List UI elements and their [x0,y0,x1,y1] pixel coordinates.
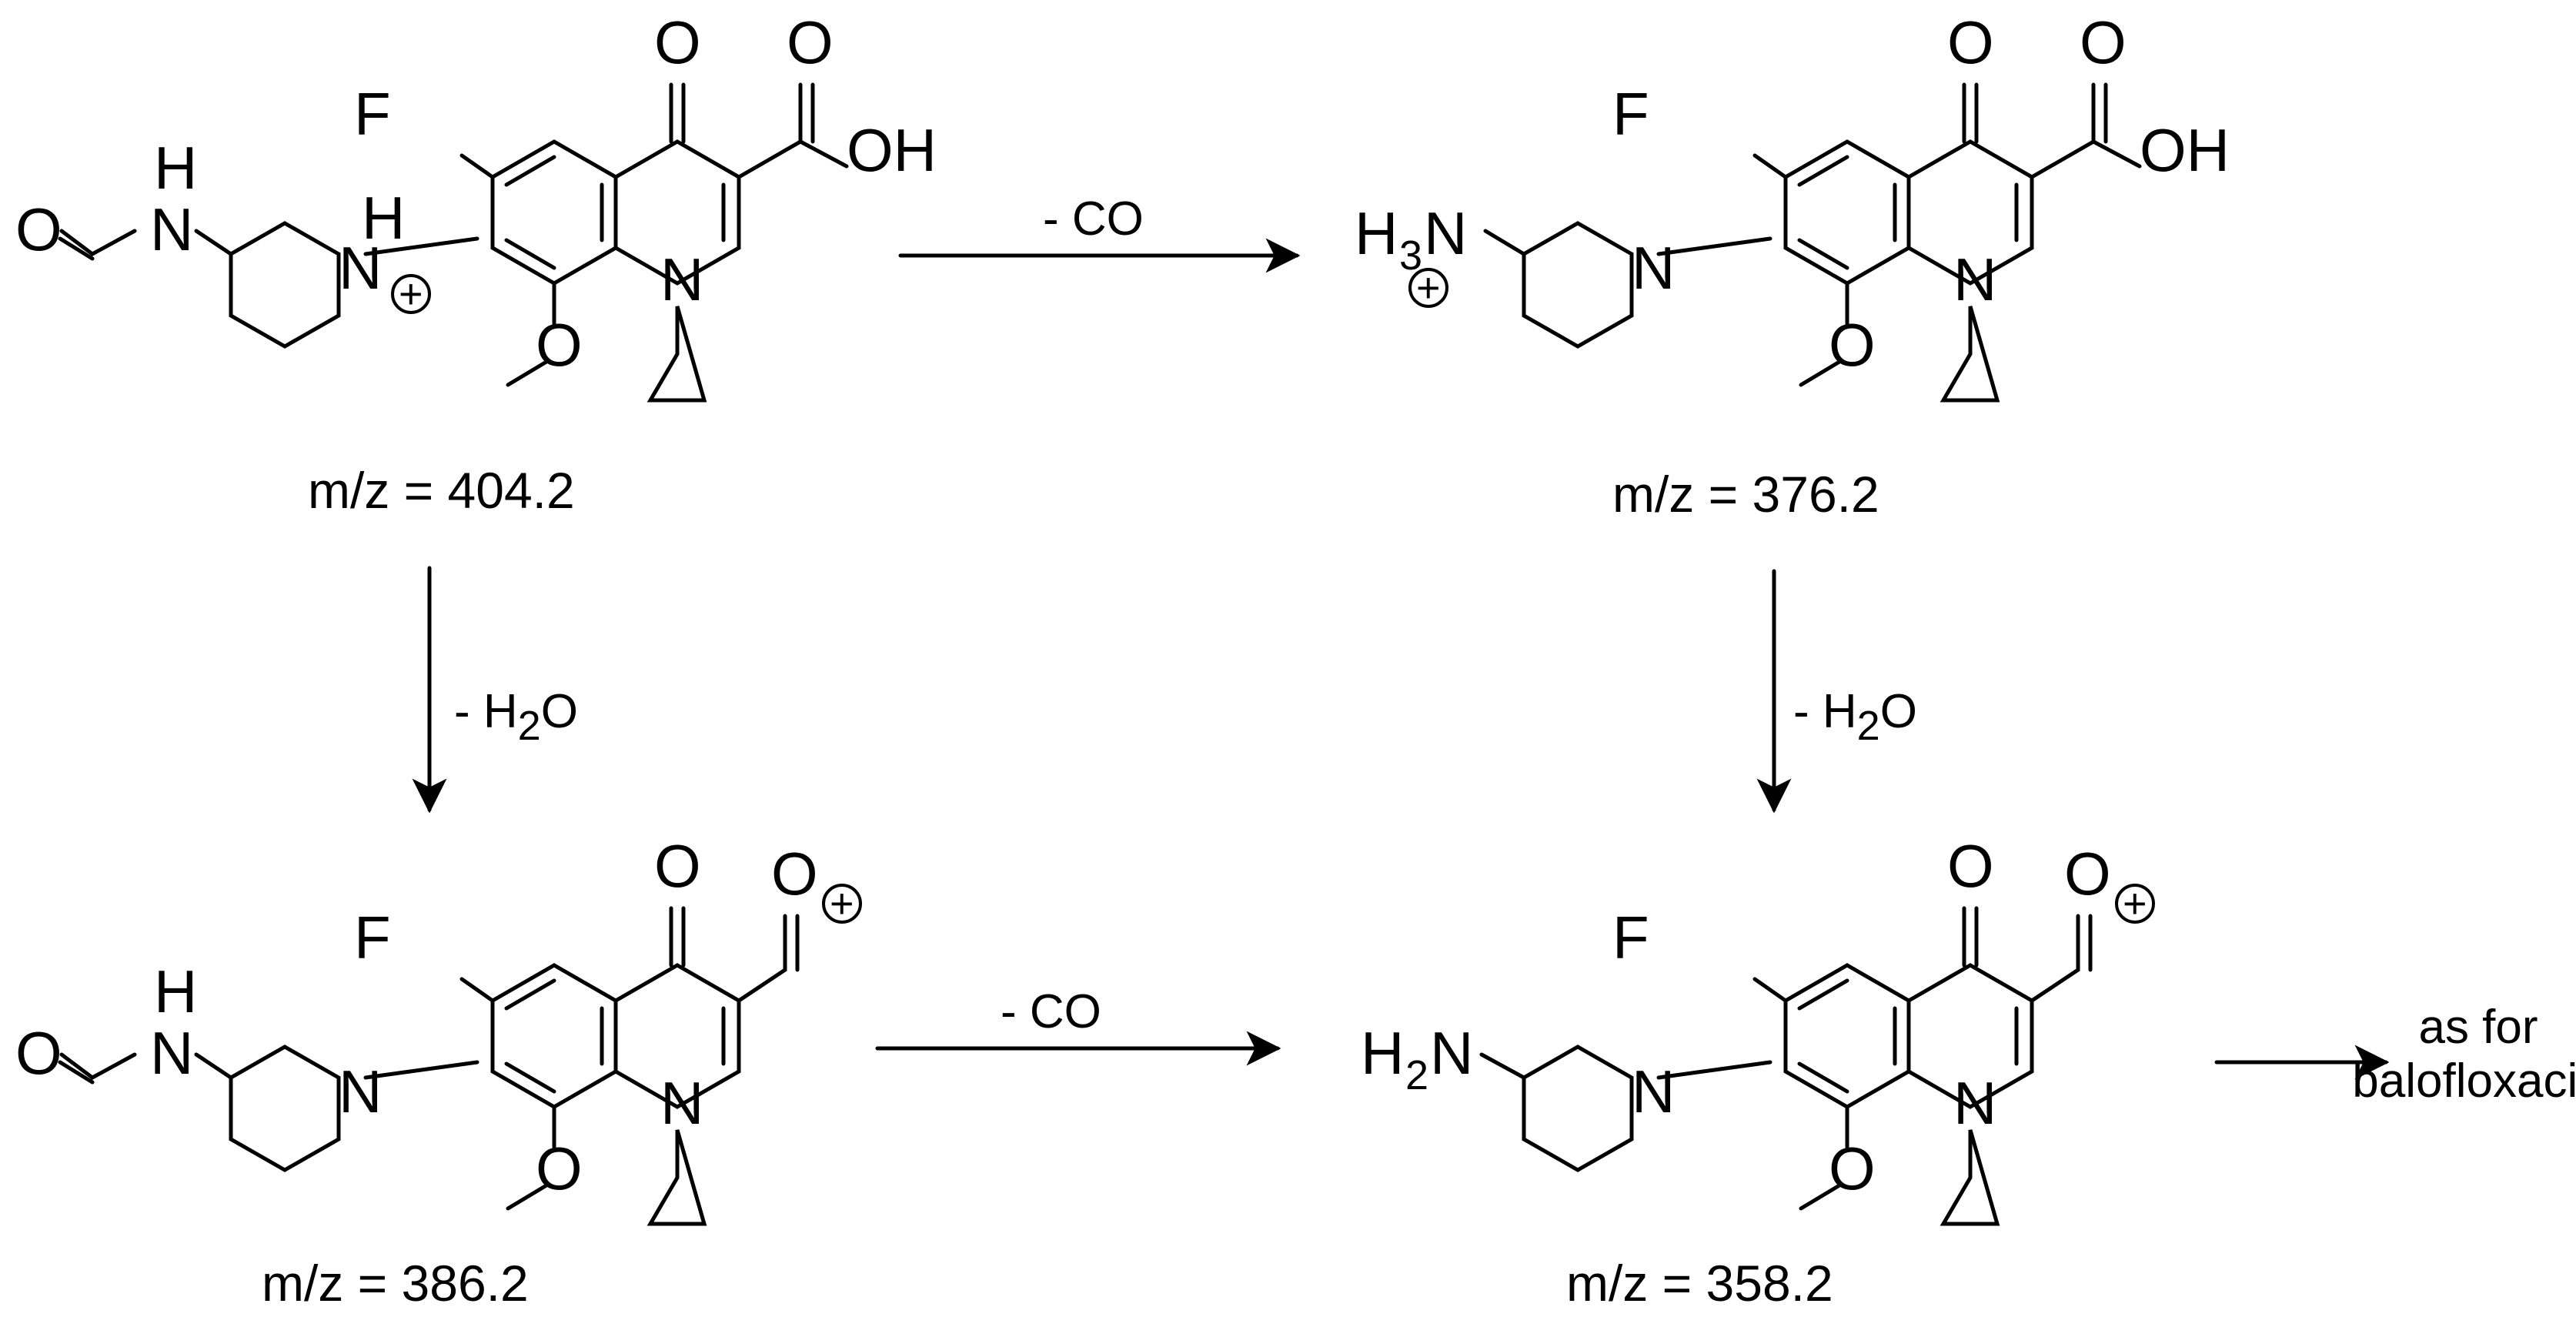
oxygen-label: O [654,8,701,76]
oxygen-label: O [1829,311,1876,379]
oxygen-label: O [1947,832,1994,900]
fluorine-label: F [1612,904,1649,971]
oxygen-label: O [536,1135,583,1202]
oxygen-label: O [1829,1135,1876,1202]
charge-circle [2115,884,2155,924]
oxygen-label: O [1947,8,1994,76]
nitrogen-label: N [660,246,703,313]
structure-386: F O O + N O N N H O m/z = 386.2 [15,832,862,1312]
structure-376: F O O OH N O N H 3 N + m/z = 376.2 [1355,8,2230,523]
charge-circle [822,884,862,924]
arrow-water-left: - H2O [412,566,578,814]
nitrogen-label: N [1953,246,1996,313]
charge-circle [391,274,431,314]
nitrogen-label: N [1632,234,1675,302]
step-label-co: - CO [1001,985,1101,1038]
hydroxyl-label: OH [2140,116,2230,184]
oxygen-label: O [15,196,62,263]
hydrogen-label: H [154,958,197,1025]
oxygen-label: O [2064,840,2111,908]
amine-n-label: N [1430,1019,1473,1087]
amine-subscript: 2 [1405,1052,1428,1098]
oxygen-label: O [536,311,583,379]
step-label-water: - H2O [1793,685,1917,749]
arrow-water-right: - H2O [1756,569,1917,814]
amine-h-label: H [1361,1019,1404,1087]
hydroxyl-label: OH [847,116,937,184]
charge-circle [1408,268,1448,308]
hydrogen-label: H [154,134,197,202]
nitrogen-label: N [339,1058,382,1125]
oxygen-label: O [15,1019,62,1087]
nitrogen-label: N [660,1069,703,1137]
fluorine-label: F [354,904,391,971]
mz-label-404: m/z = 404.2 [308,462,575,519]
step-label-co: - CO [1043,192,1144,246]
structure-358: F O O + N O N H 2 N m/z = 358.2 [1361,832,2155,1312]
ammonium-h-label: H [1355,199,1398,267]
arrow-co-top: - CO [898,192,1301,273]
oxygen-label: O [771,840,818,908]
structure-404: F O O OH N O N H + N H O m/z = 404.2 [15,8,937,519]
mz-label-386: m/z = 386.2 [262,1255,529,1312]
nitrogen-label: N [150,196,193,263]
mz-label-358: m/z = 358.2 [1566,1255,1833,1312]
nitrogen-label: N [1953,1069,1996,1137]
arrow-co-bottom: - CO [875,985,1281,1066]
hydrogen-label: H [362,184,405,252]
fluorine-label: F [354,80,391,148]
nitrogen-label: N [150,1019,193,1087]
final-note-line1: as for [2418,1001,2538,1054]
oxygen-label: O [2080,8,2127,76]
mz-label-376: m/z = 376.2 [1612,466,1879,523]
oxygen-label: O [654,832,701,900]
oxygen-label: O [787,8,834,76]
ammonium-n-label: N [1424,199,1467,267]
step-label-water: - H2O [454,685,578,749]
fluorine-label: F [1612,80,1649,148]
nitrogen-label: N [339,234,382,302]
final-note-line2: balofloxacin [2352,1055,2576,1108]
nitrogen-label: N [1632,1058,1675,1125]
